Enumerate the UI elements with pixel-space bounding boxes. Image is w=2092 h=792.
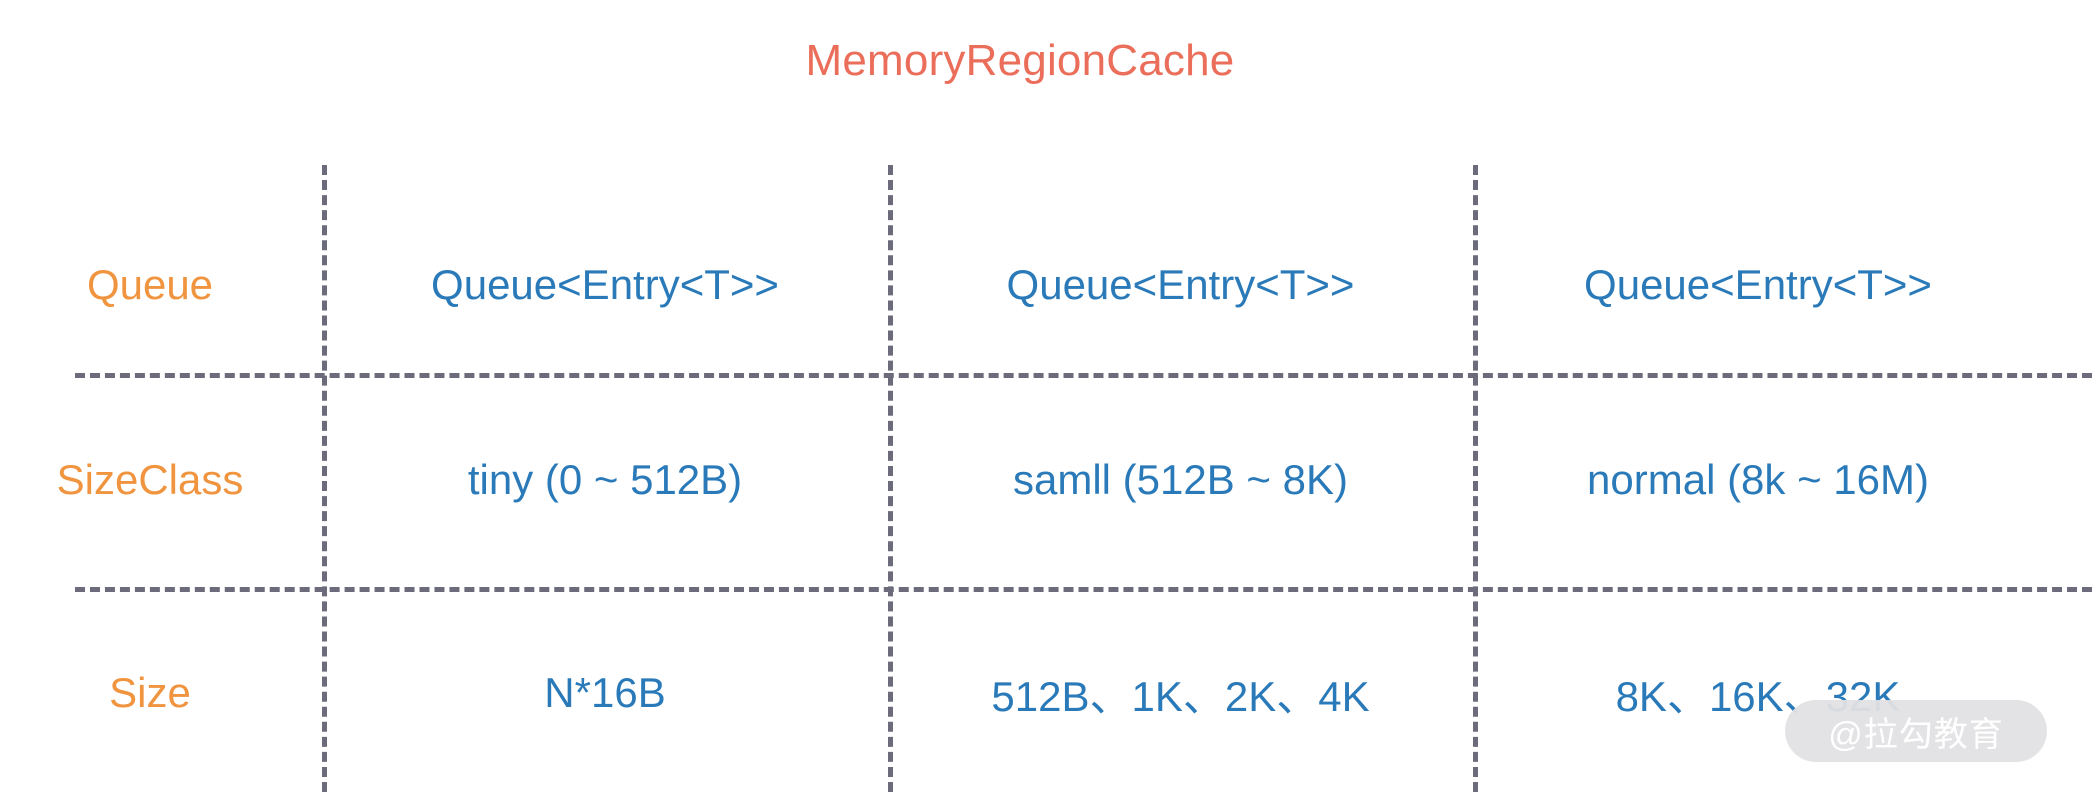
cell-queue-small: Queue<Entry<T>> — [1006, 261, 1355, 308]
cell-sizeclass-tiny: tiny (0 ~ 512B) — [467, 456, 743, 503]
cell-size-tiny: N*16B — [544, 669, 666, 716]
cell-queue-normal: Queue<Entry<T>> — [1584, 261, 1932, 308]
row-divider-2 — [75, 587, 2092, 592]
cell-queue-tiny: Queue<Entry<T>> — [431, 261, 779, 308]
cell-sizeclass-normal: normal (8k ~ 16M) — [1587, 456, 1929, 503]
row-label-queue: Queue — [86, 261, 214, 308]
column-divider-3 — [1473, 165, 1478, 792]
column-divider-2 — [888, 165, 893, 792]
row-divider-1 — [75, 373, 2092, 378]
row-label-sizeclass: SizeClass — [56, 456, 244, 503]
column-divider-1 — [322, 165, 327, 792]
cell-size-small: 512B、1K、2K、4K — [991, 672, 1370, 720]
page-title: MemoryRegionCache — [805, 36, 1235, 85]
row-label-size: Size — [109, 669, 191, 716]
cell-sizeclass-small: samll (512B ~ 8K) — [1013, 456, 1348, 503]
watermark: @拉勾教育 — [1785, 700, 2047, 762]
